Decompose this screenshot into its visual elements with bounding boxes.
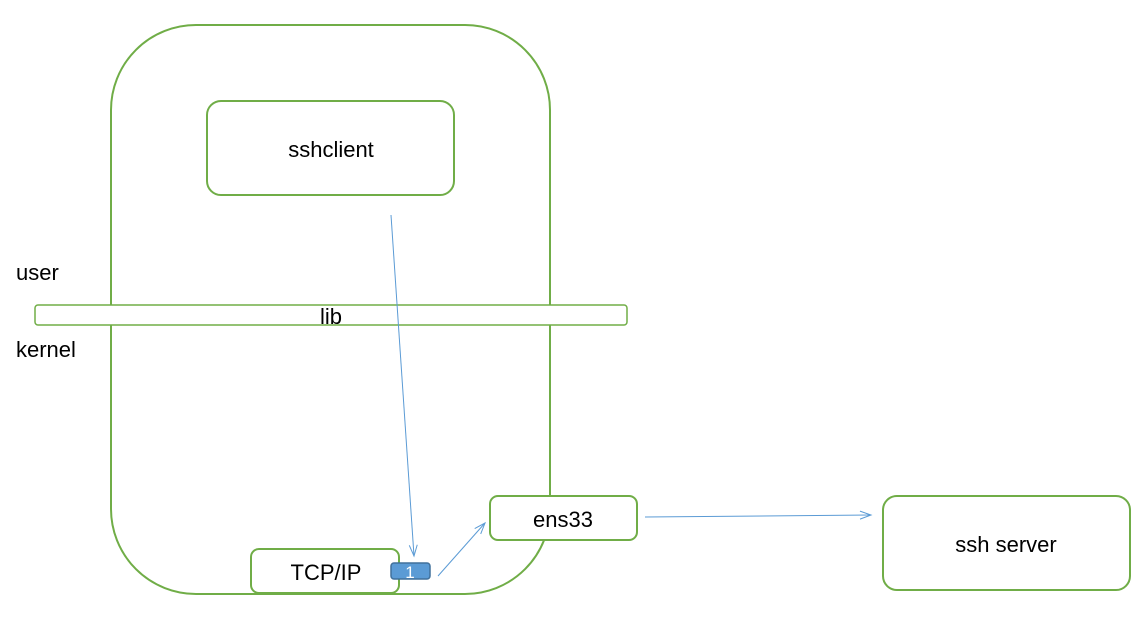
- user-space-label: user: [16, 260, 59, 285]
- kernel-space-label: kernel: [16, 337, 76, 362]
- arrow-ens33-to-ssh-server: [644, 510, 873, 520]
- ssh-server-box: [882, 495, 1131, 591]
- step-badge: [390, 562, 431, 580]
- ens33-label: ens33: [533, 507, 593, 532]
- sshclient-box: [206, 100, 455, 196]
- ens33-box: [489, 495, 638, 541]
- lib-bar: [34, 304, 628, 326]
- ssh-server-label: ssh server: [955, 532, 1056, 557]
- lib-label: lib: [320, 304, 342, 329]
- tcpip-label: TCP/IP: [291, 560, 362, 585]
- arrow-tcpip-to-ens33: [437, 521, 486, 577]
- arrow-sshclient-to-tcpip: [390, 214, 418, 558]
- step-badge-label: 1: [405, 563, 414, 582]
- sshclient-label: sshclient: [288, 137, 374, 162]
